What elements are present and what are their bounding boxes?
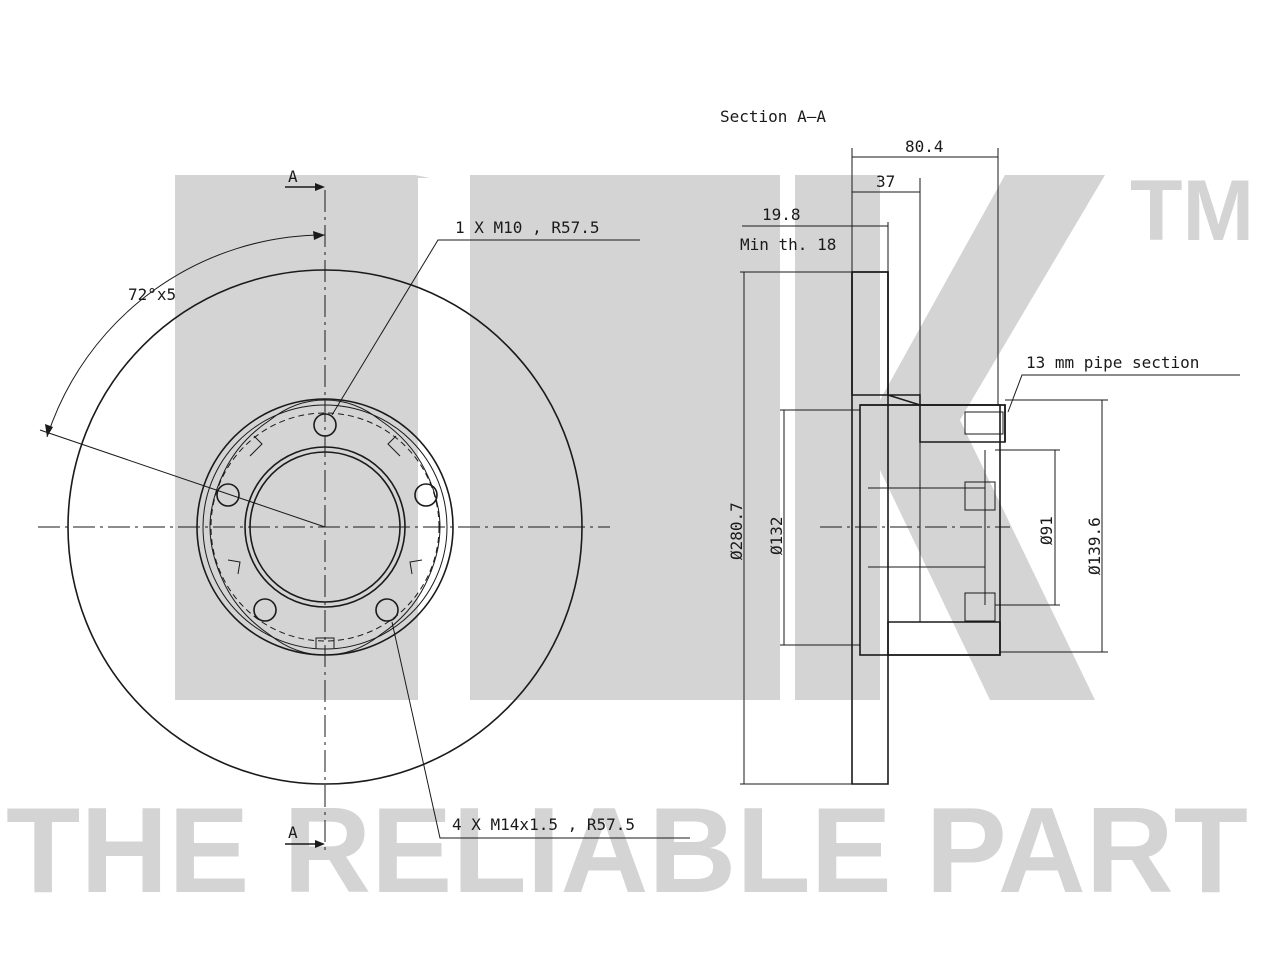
- slogan-watermark: THE RELIABLE PART: [6, 782, 1248, 918]
- angle-reference-line: [39, 429, 326, 528]
- notch-top-left: [249, 435, 263, 457]
- hub-rim-circle: [202, 404, 448, 650]
- hub-body-outline: [859, 404, 1001, 656]
- section-arrowhead-top: [315, 183, 325, 191]
- trademark-mark: TM: [1130, 163, 1254, 259]
- thread-hole-mid: [964, 481, 996, 511]
- nk-logo-watermark: TM THE RELIABLE PART: [6, 163, 1254, 918]
- disc-outer-circle: [67, 269, 583, 785]
- dim-disc-diameter: Ø280.7: [727, 502, 746, 560]
- dim-min-thickness: Min th. 18: [740, 235, 836, 254]
- logo-letter-k: [795, 175, 1105, 700]
- disc-friction-ring: [851, 271, 889, 785]
- section-arrowhead-bottom: [315, 840, 325, 848]
- section-mark-top: A: [288, 167, 298, 186]
- dim-hub-diameter: Ø132: [767, 516, 786, 555]
- bolt-hole-left: [216, 483, 240, 507]
- thread-hole-low: [964, 592, 996, 622]
- angle-arrow-top: [313, 231, 325, 240]
- bolt-hole-right: [414, 483, 438, 507]
- notch-bottom: [315, 637, 335, 648]
- front-view: 72°x5 A A 1 X M10 , R57.5 4 X M14x1.5 , …: [38, 167, 690, 850]
- notch-top-right: [387, 435, 401, 457]
- hub-flange-outline: [209, 399, 441, 656]
- angle-arrow-bottom: [45, 424, 53, 437]
- leader-bolt-holes: [391, 621, 690, 839]
- pipe-label: 13 mm pipe section: [1026, 353, 1199, 372]
- hole-m10: [313, 413, 337, 437]
- section-title: Section A–A: [720, 107, 826, 126]
- bolt-hole-bottom-right: [375, 598, 399, 622]
- bolt-hole-bottom-left: [253, 598, 277, 622]
- bolt-holes-label: 4 X M14x1.5 , R57.5: [452, 815, 635, 834]
- dim-overall-width: 80.4: [905, 137, 944, 156]
- pipe-section: [964, 411, 1004, 435]
- dim-bolt-circle: Ø139.6: [1085, 517, 1104, 575]
- section-mark-bottom: A: [288, 823, 298, 842]
- logo-letter-n-left: [175, 175, 430, 700]
- dim-disc-thickness: 19.8: [762, 205, 801, 224]
- logo-letter-n-right: [470, 175, 780, 700]
- angle-label: 72°x5: [128, 285, 176, 304]
- dim-bore-diameter: Ø91: [1037, 516, 1056, 545]
- center-bore-inner: [249, 451, 401, 603]
- notch-left: [227, 559, 241, 575]
- dim-hub-depth: 37: [876, 172, 895, 191]
- center-bore-outer: [244, 446, 406, 608]
- notch-right: [409, 559, 423, 575]
- section-view: Section A–A 80.4 37 19.8 Min th. 18 Ø280: [720, 107, 1240, 785]
- leader-top-hole: [331, 239, 640, 416]
- angle-arc: [46, 234, 326, 438]
- leader-pipe: [1007, 374, 1240, 413]
- hidden-hub-circle: [210, 412, 440, 642]
- top-hole-label: 1 X M10 , R57.5: [455, 218, 600, 237]
- logo-letter-n-gap: [418, 178, 470, 700]
